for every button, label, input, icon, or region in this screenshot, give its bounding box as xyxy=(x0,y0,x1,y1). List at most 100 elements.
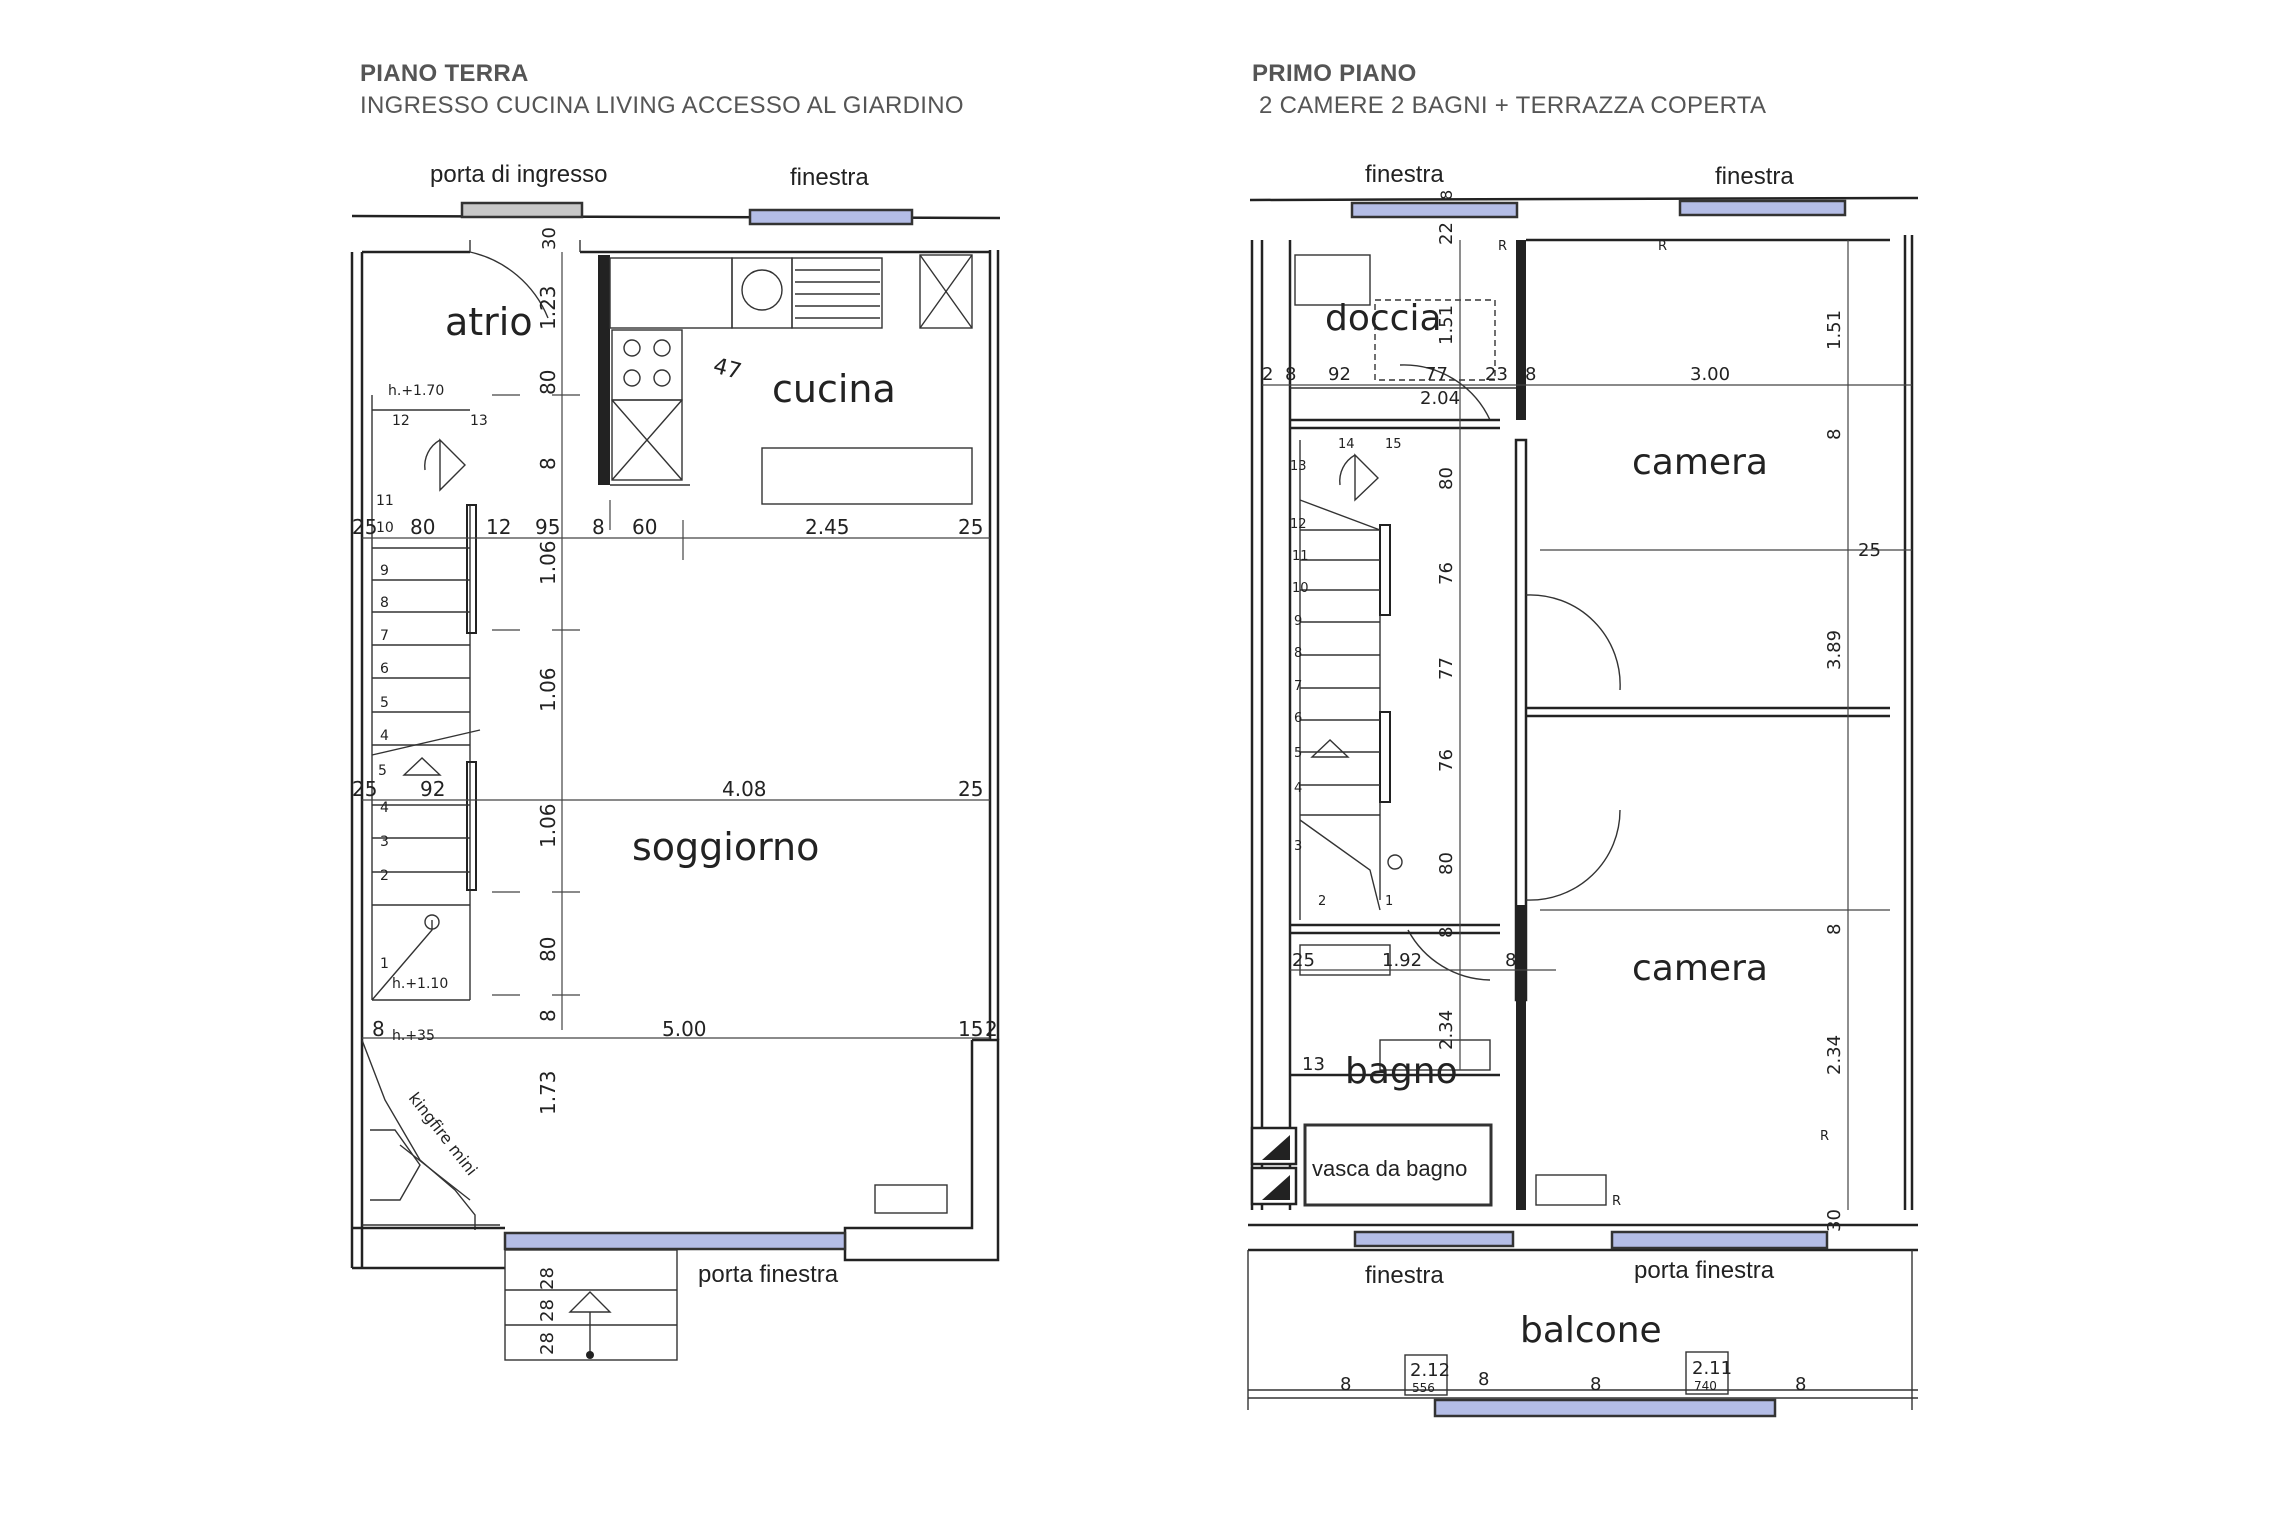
ff-window-label-bottom: finestra xyxy=(1365,1262,1444,1289)
ff-dim: 1.92 xyxy=(1382,950,1422,971)
ff-room-bagno: bagno xyxy=(1345,1051,1458,1092)
gf-dim: 1.06 xyxy=(536,803,560,848)
gf-stair-number: 8 xyxy=(380,595,389,611)
ff-window-label-top-left: finestra xyxy=(1365,161,1444,188)
gf-atrio-kitchen-wall xyxy=(598,255,610,485)
ff-shower-fixture xyxy=(1294,254,1371,306)
gf-dim: 30 xyxy=(539,227,560,250)
gf-dim: 92 xyxy=(420,777,445,801)
ff-dim: 92 xyxy=(1328,364,1351,385)
gf-top-window xyxy=(748,208,914,226)
first-floor-subtitle: 2 CAMERE 2 BAGNI + TERRAZZA COPERTA xyxy=(1252,92,1767,119)
gf-stair-number: 1 xyxy=(380,956,389,972)
ff-room-doccia: doccia xyxy=(1325,298,1442,339)
gf-dim: 8 xyxy=(592,515,605,539)
gf-dim: 15 xyxy=(958,1017,983,1041)
gf-stair-number: 12 xyxy=(392,413,410,429)
gf-kitchen-island xyxy=(761,447,973,505)
ff-dim: 8 xyxy=(1590,1374,1601,1395)
ff-dim: 8 xyxy=(1478,1369,1489,1390)
ff-stair-number: 10 xyxy=(1292,581,1309,596)
ff-bathtub-label: vasca da bagno xyxy=(1312,1156,1467,1181)
gf-dim: 12 xyxy=(486,515,511,539)
gf-dim: 80 xyxy=(410,515,435,539)
ff-room-camera-bottom: camera xyxy=(1632,948,1768,989)
gf-rear-corner xyxy=(843,1038,1000,1262)
ff-french-door-label: porta finestra xyxy=(1634,1257,1775,1284)
gf-dim: 8 xyxy=(372,1017,385,1041)
ff-stair-number: 11 xyxy=(1292,549,1309,564)
gf-dim: 95 xyxy=(535,515,560,539)
ff-dim: 25 xyxy=(1292,950,1315,971)
gf-dim: 1.73 xyxy=(536,1070,560,1115)
gf-dim: 8 xyxy=(536,1009,560,1022)
ff-dim: 30 xyxy=(1824,1209,1845,1232)
ff-dim: 25 xyxy=(1858,540,1881,561)
gf-sink xyxy=(741,269,783,311)
gf-stair-number: 10 xyxy=(376,520,394,536)
ff-dim: 8 xyxy=(1285,364,1296,385)
ff-level-box-left-value: 2.12 xyxy=(1410,1360,1450,1381)
ff-room-camera-top: camera xyxy=(1632,442,1768,483)
ff-dim: 8 xyxy=(1505,950,1516,971)
ff-dim: 8 xyxy=(1525,364,1536,385)
ff-dim: 3.89 xyxy=(1824,630,1845,670)
gf-stair-arrow xyxy=(402,757,442,776)
gf-french-door-label: porta finestra xyxy=(698,1261,839,1288)
gf-hob xyxy=(611,329,683,401)
gf-entrance-door xyxy=(460,201,584,219)
gf-room-cucina: cucina xyxy=(772,367,896,411)
ff-dim: 23 xyxy=(1485,364,1508,385)
ff-level-box-left xyxy=(1404,1354,1448,1396)
ff-dim: 8 xyxy=(1437,190,1456,200)
ff-stair-number: 8 xyxy=(1294,646,1302,661)
gf-entrance-door-label: porta di ingresso xyxy=(430,161,607,188)
ff-dim: 80 xyxy=(1436,852,1457,875)
ff-stair-number: 12 xyxy=(1290,517,1307,532)
gf-room-soggiorno: soggiorno xyxy=(632,825,819,869)
ff-dim: 1.51 xyxy=(1436,305,1457,345)
ff-top-window-right xyxy=(1678,199,1847,217)
gf-fridge xyxy=(919,254,973,329)
ff-stair-number: 13 xyxy=(1290,459,1307,474)
ff-stair-number: 7 xyxy=(1294,679,1302,694)
ff-dim: 1.51 xyxy=(1824,310,1845,350)
ff-dim: 77 xyxy=(1425,364,1448,385)
ff-door-swing-bottom xyxy=(1525,809,1621,901)
ff-dim: 8 xyxy=(1436,927,1457,938)
gf-stair-number: 6 xyxy=(380,661,389,677)
gf-oven xyxy=(611,399,683,481)
ff-dim: 8 xyxy=(1340,1374,1351,1395)
gf-kitchen-mark: 47 xyxy=(710,354,744,385)
ff-mark: R xyxy=(1658,239,1667,254)
ff-dim: 2.04 xyxy=(1420,388,1460,409)
ff-dim: 76 xyxy=(1436,749,1457,772)
ground-floor-subtitle: INGRESSO CUCINA LIVING ACCESSO AL GIARDI… xyxy=(360,92,964,119)
ff-dim: 22 xyxy=(1436,222,1457,245)
ff-top-window-left xyxy=(1350,201,1519,219)
ff-french-door xyxy=(1610,1230,1829,1250)
ff-stair-number: 9 xyxy=(1294,614,1302,629)
gf-dim: 60 xyxy=(632,515,657,539)
gf-window-label: finestra xyxy=(790,164,869,191)
ground-floor-title: PIANO TERRA xyxy=(360,60,529,87)
gf-stair-number: 4 xyxy=(380,728,389,744)
gf-dim: 1.06 xyxy=(536,667,560,712)
ff-dim: 2.34 xyxy=(1436,1010,1457,1050)
ff-dim: 8 xyxy=(1824,924,1845,935)
ff-dim: 3.00 xyxy=(1690,364,1730,385)
gf-room-atrio: atrio xyxy=(445,300,533,344)
ground-floor-plan xyxy=(350,201,1001,1361)
gf-french-door xyxy=(503,1231,847,1251)
ff-stair-number: 14 xyxy=(1338,437,1355,452)
gf-dim: 2 xyxy=(985,1017,998,1041)
gf-dim: 28 xyxy=(537,1299,558,1322)
gf-kitchen-counter xyxy=(609,257,733,329)
gf-stair-number: 7 xyxy=(380,628,389,644)
ff-level-box-right xyxy=(1685,1351,1729,1395)
ff-level-box-left-sub: 556 xyxy=(1412,1381,1435,1395)
gf-dim: 8 xyxy=(536,457,560,470)
ff-mark: R xyxy=(1612,1194,1621,1209)
gf-dim: 80 xyxy=(536,937,560,962)
